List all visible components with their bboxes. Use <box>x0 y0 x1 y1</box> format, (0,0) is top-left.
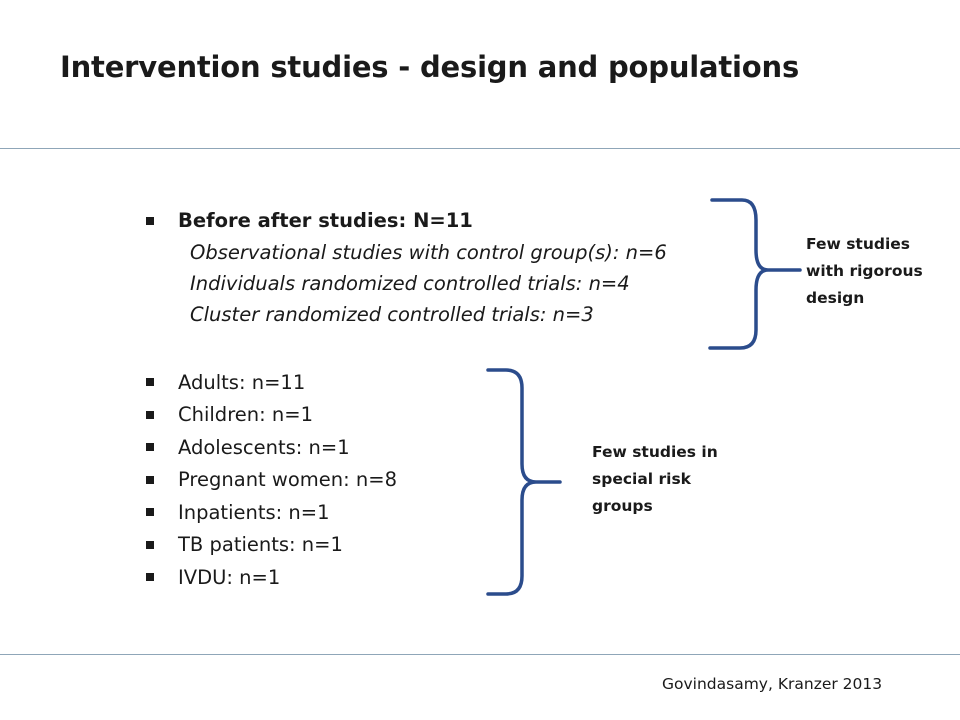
square-bullet-icon <box>146 216 154 225</box>
square-bullet-icon <box>146 475 154 484</box>
slide-title: Intervention studies - design and popula… <box>60 50 800 84</box>
population-item: Adults: n=11 <box>144 366 397 399</box>
design-subitem: Individuals randomized controlled trials… <box>190 272 630 295</box>
population-item: IVDU: n=1 <box>144 561 397 594</box>
population-label: TB patients: n=1 <box>178 533 343 557</box>
population-item: Inpatients: n=1 <box>144 496 397 529</box>
citation: Govindasamy, Kranzer 2013 <box>662 675 883 693</box>
square-bullet-icon <box>146 573 154 582</box>
design-section: Before after studies: N=11 Observational… <box>144 204 667 330</box>
population-label: Children: n=1 <box>178 403 314 427</box>
design-callout: Few studies with rigorous design <box>806 235 923 307</box>
risk-callout: Few studies in special risk groups <box>592 443 718 515</box>
design-heading: Before after studies: N=11 <box>178 209 473 232</box>
population-label: Inpatients: n=1 <box>178 500 330 524</box>
design-brace-icon <box>708 198 802 350</box>
design-heading-item: Before after studies: N=11 <box>144 204 667 237</box>
population-item: Pregnant women: n=8 <box>144 464 397 497</box>
population-item: Children: n=1 <box>144 399 397 432</box>
square-bullet-icon <box>146 410 154 419</box>
square-bullet-icon <box>146 540 154 549</box>
square-bullet-icon <box>146 378 154 387</box>
top-divider <box>0 148 960 149</box>
square-bullet-icon <box>146 508 154 517</box>
population-label: IVDU: n=1 <box>178 565 281 589</box>
population-label: Adolescents: n=1 <box>178 435 350 459</box>
square-bullet-icon <box>146 443 154 452</box>
population-item: Adolescents: n=1 <box>144 431 397 464</box>
population-label: Adults: n=11 <box>178 370 306 394</box>
population-item: TB patients: n=1 <box>144 529 397 562</box>
population-list: Adults: n=11 Children: n=1 Adolescents: … <box>144 366 397 594</box>
risk-brace-icon <box>486 368 562 596</box>
bottom-divider <box>0 654 960 655</box>
design-subitem: Observational studies with control group… <box>190 241 667 264</box>
design-subitem: Cluster randomized controlled trials: n=… <box>190 303 594 326</box>
population-label: Pregnant women: n=8 <box>178 468 397 492</box>
